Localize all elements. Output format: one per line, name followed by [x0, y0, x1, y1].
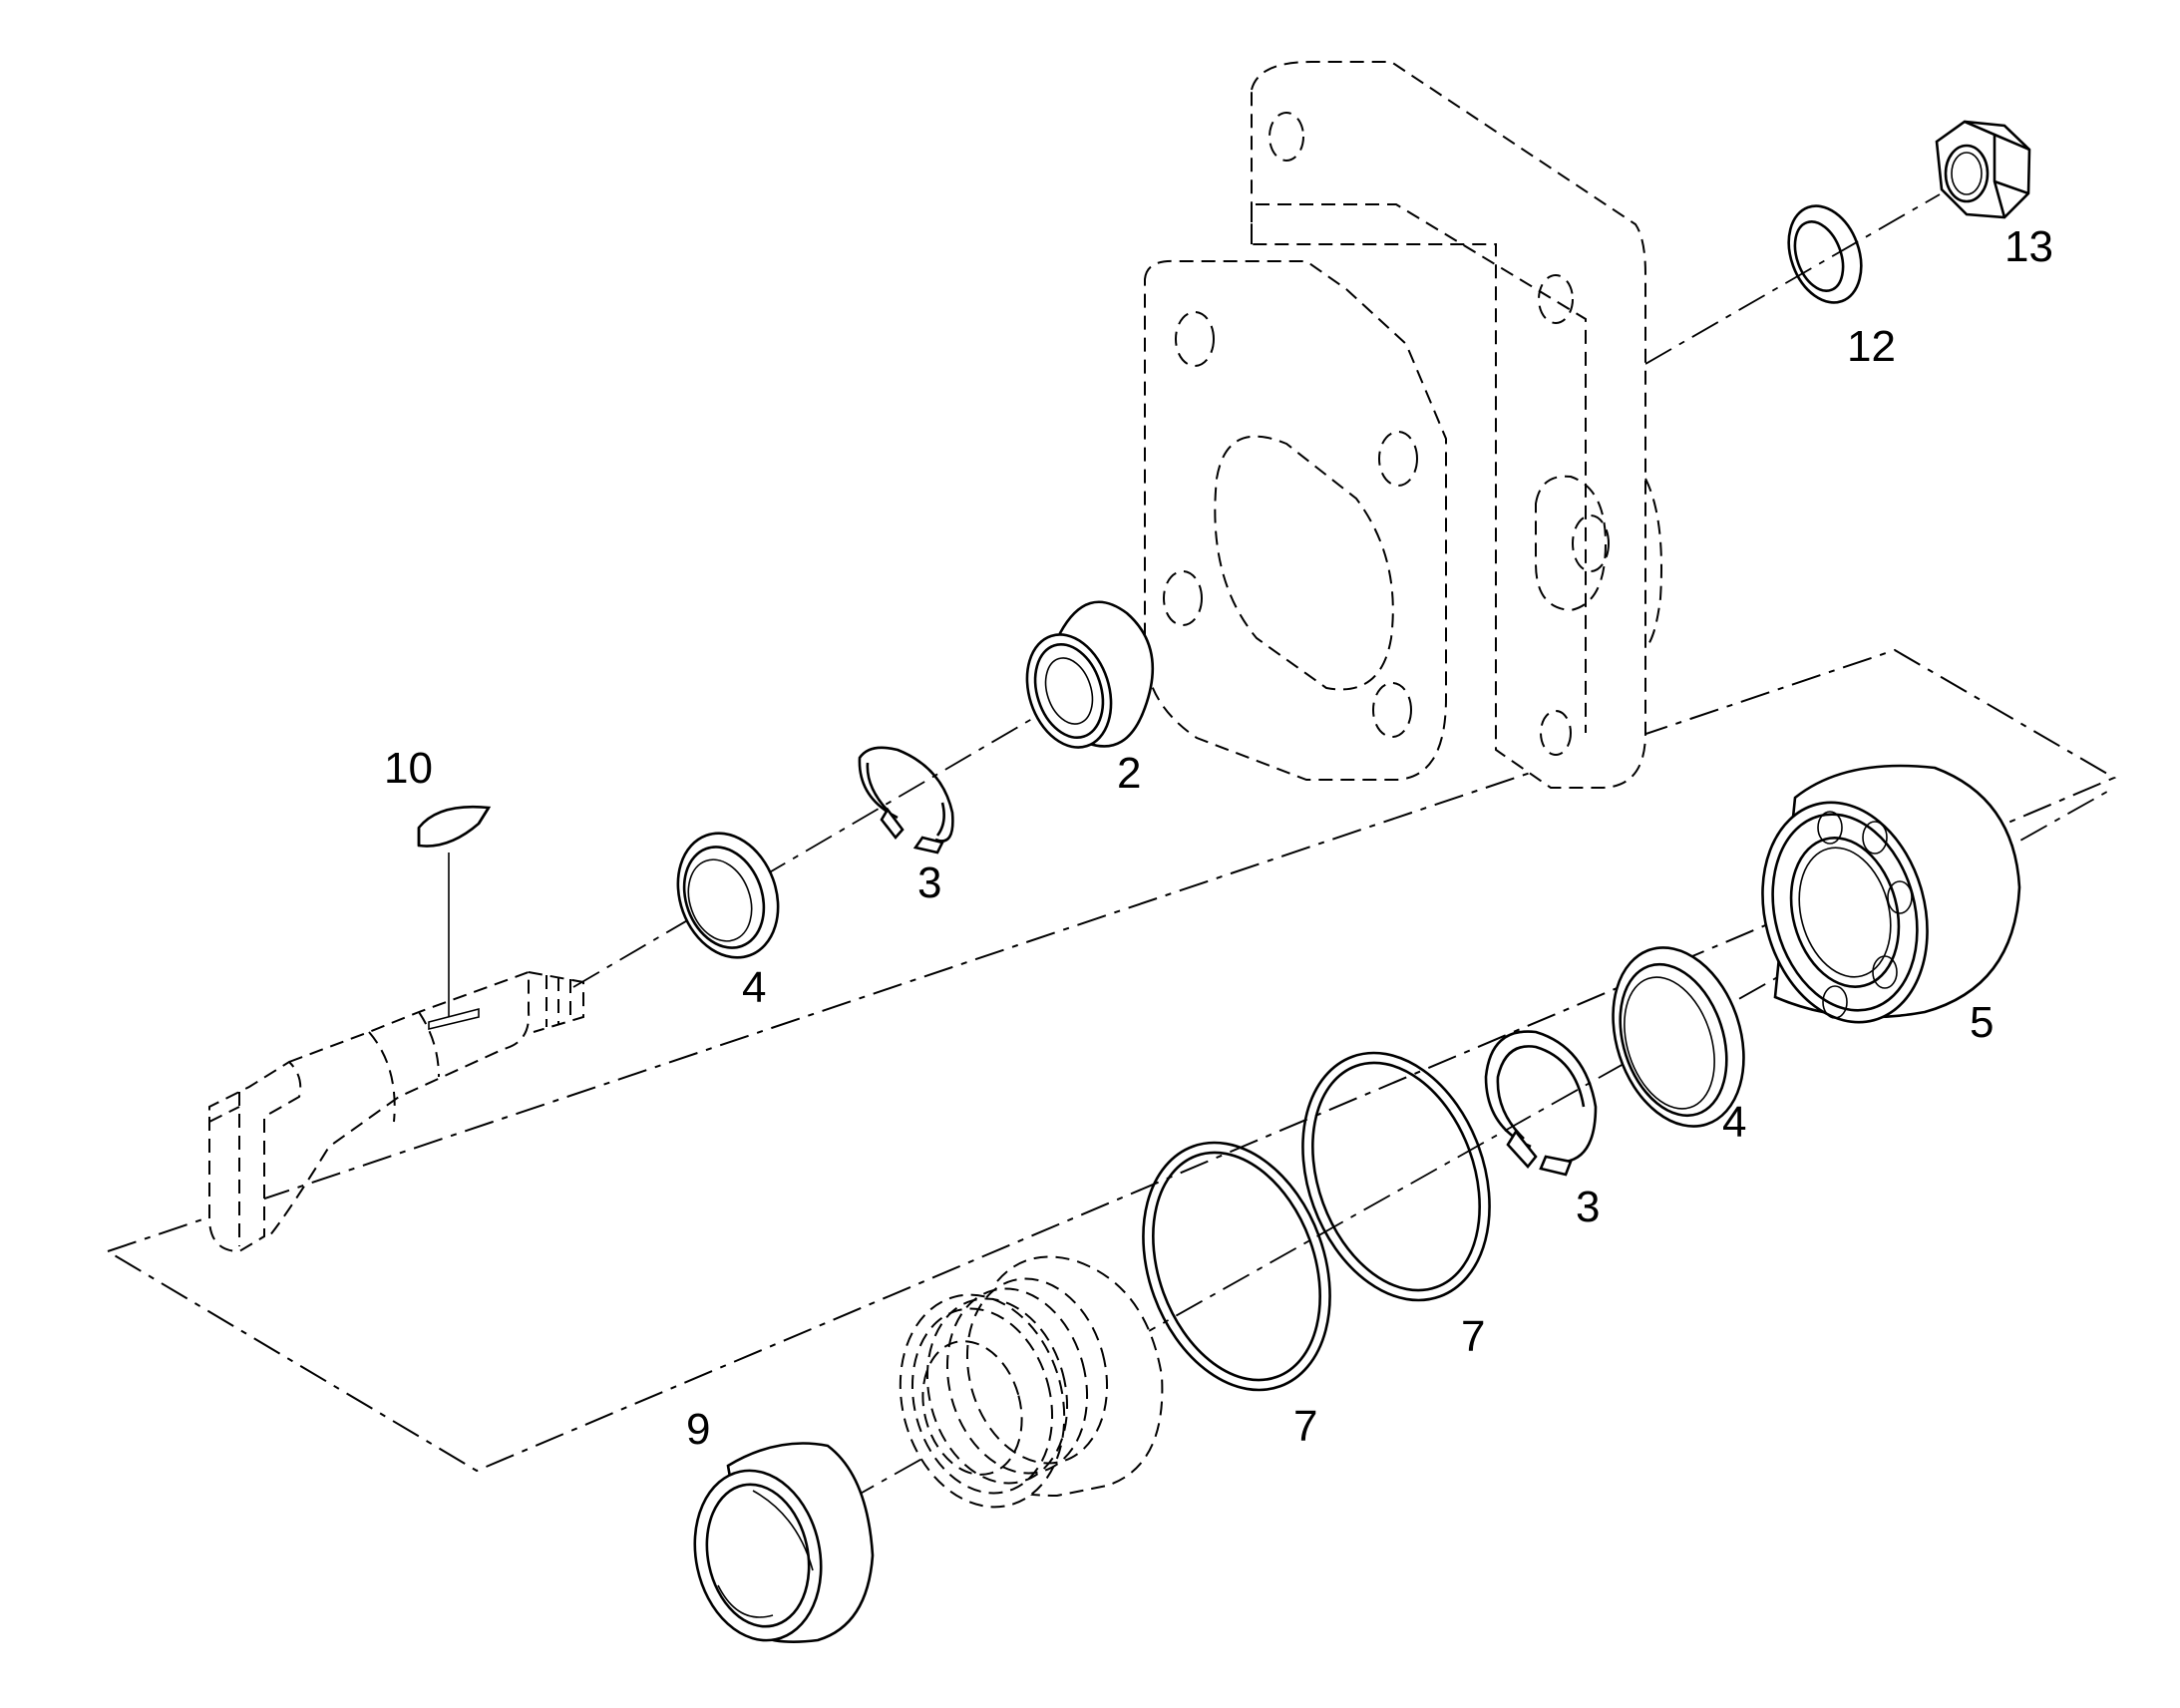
part-9-seal	[693, 1442, 875, 1643]
callout-7-left: 7	[1293, 1402, 1317, 1451]
part-13-hex-nut	[1935, 120, 2031, 219]
callout-3-upper: 3	[917, 858, 941, 907]
callout-2: 2	[1117, 749, 1141, 798]
callout-5: 5	[1970, 998, 1994, 1047]
part-2-bearing	[1025, 600, 1155, 749]
part-7-oring-left	[1142, 1141, 1331, 1392]
callout-4-upper: 4	[742, 963, 766, 1012]
part-12-washer	[1787, 204, 1863, 304]
callout-9: 9	[686, 1405, 710, 1454]
callout-10: 10	[384, 744, 433, 793]
part-5-bearing	[1761, 764, 2021, 1024]
part-3-circlip-upper	[858, 746, 954, 854]
detail-frame	[105, 648, 2117, 1473]
pump-housing	[1144, 61, 1662, 789]
callout-12: 12	[1847, 322, 1896, 371]
part-10-key	[417, 805, 492, 1017]
seal-carrier	[899, 1255, 1164, 1509]
pump-shaft	[208, 970, 584, 1253]
callout-4-lower: 4	[1722, 1098, 1746, 1147]
part-3-circlip-lower	[1484, 1030, 1598, 1177]
callout-3-lower: 3	[1576, 1183, 1600, 1231]
part-7-oring-right	[1301, 1051, 1491, 1302]
callout-13: 13	[2004, 222, 2053, 271]
part-4-spacer-lower	[1612, 946, 1745, 1128]
part-4-spacer-upper	[676, 832, 780, 959]
callout-7-right: 7	[1461, 1312, 1485, 1361]
